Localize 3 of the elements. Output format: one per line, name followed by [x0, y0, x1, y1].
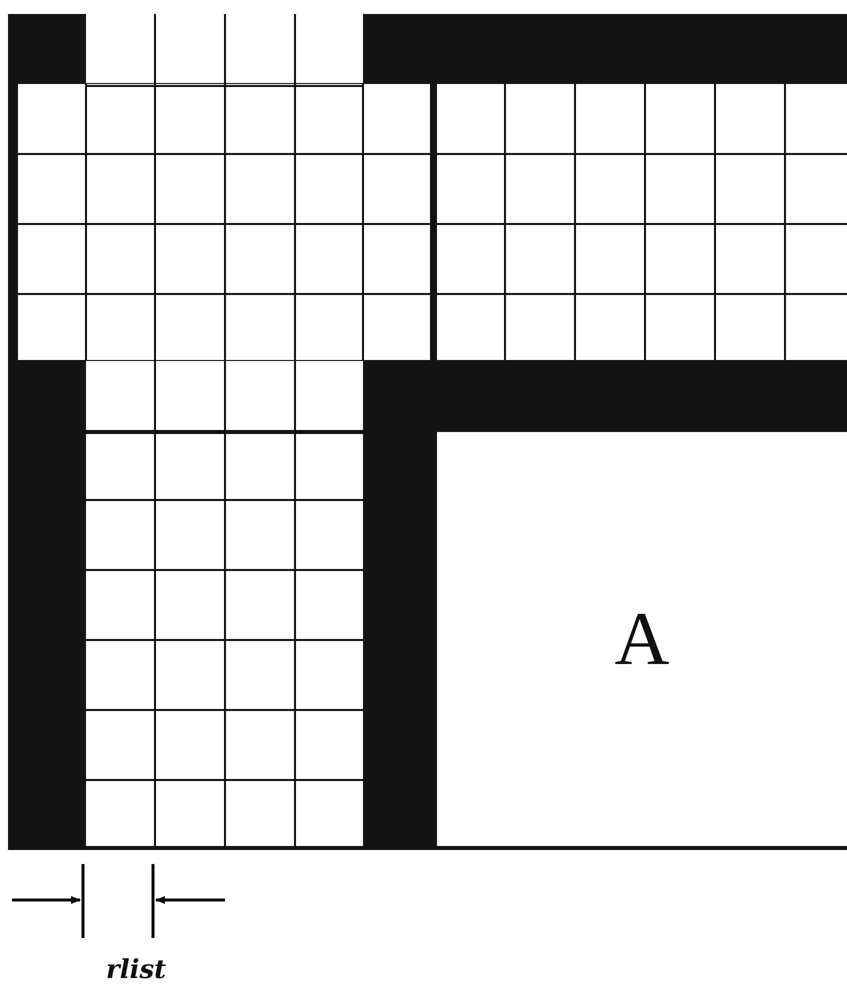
block-label: A — [614, 596, 670, 682]
matrix-block — [437, 432, 847, 849]
dimension-label: rlist — [106, 955, 166, 985]
